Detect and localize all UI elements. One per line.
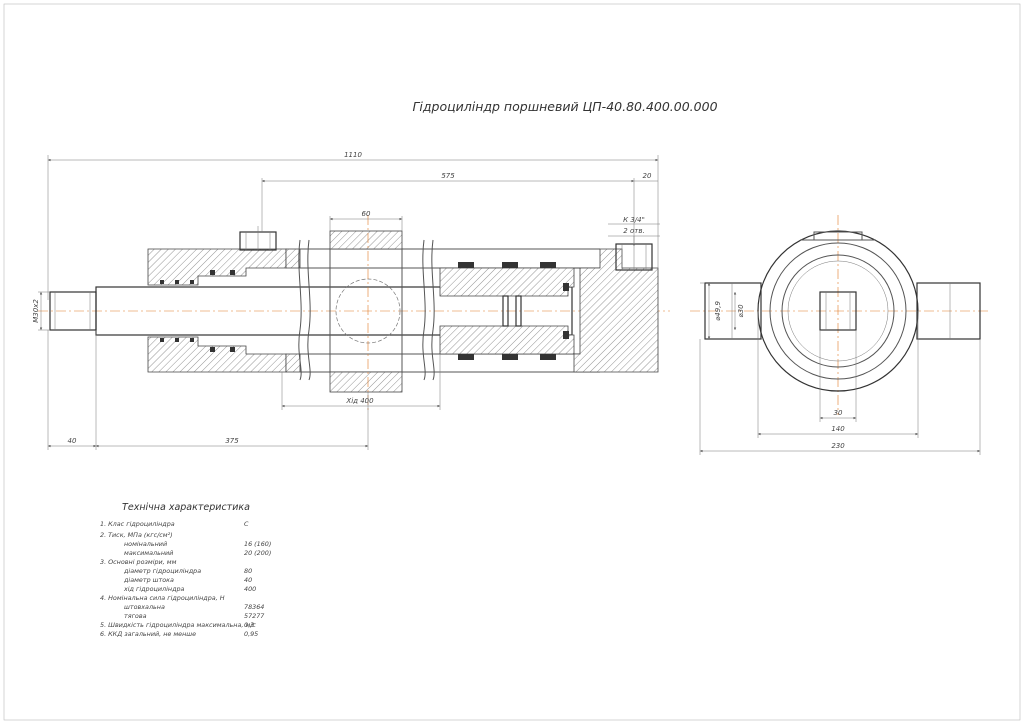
spec-label: штовхальна xyxy=(124,603,165,611)
drawing-title: Гідроциліндр поршневий ЦП-40.80.400.00.0… xyxy=(412,99,717,114)
piston-upper xyxy=(439,267,575,297)
gland-seals xyxy=(160,270,235,352)
sheet-frame xyxy=(3,3,1021,721)
dim-stroke: Хід 400 xyxy=(345,397,374,405)
dim-375: 375 xyxy=(225,437,239,445)
spec-value: 400 xyxy=(244,585,256,593)
spec-row: діаметр гідроциліндра 80 xyxy=(123,567,252,575)
piston-seals xyxy=(458,262,569,360)
end-view: ⌀49,9 ⌀30 30 140 230 xyxy=(690,215,990,455)
gland-lower xyxy=(147,336,287,373)
spec-value: 80 xyxy=(244,567,252,575)
spec-label: діаметр гідроциліндра xyxy=(123,567,201,575)
spec-value: 0,95 xyxy=(244,630,258,638)
front-port-fitting xyxy=(239,226,277,251)
spec-row: 2. Тиск, МПа (кгс/см²) xyxy=(100,531,173,539)
piston-rod xyxy=(95,286,573,336)
spec-row: 5. Швидкість гідроциліндра максимальна, … xyxy=(100,621,256,629)
trunnion-upper xyxy=(329,230,403,250)
dim-end-140: 140 xyxy=(831,425,845,433)
piston-lower xyxy=(439,325,575,355)
spec-label: 3. Основні розміри, мм xyxy=(100,558,177,566)
dim-60: 60 xyxy=(362,210,371,218)
spec-label: 1. Клас гідроциліндра xyxy=(100,520,175,528)
spec-label: 5. Швидкість гідроциліндра максимальна, … xyxy=(100,621,256,629)
spec-row: діаметр штока 40 xyxy=(123,576,252,584)
spec-row: 1. Клас гідроциліндра С xyxy=(100,520,249,528)
spec-label: хід гідроциліндра xyxy=(123,585,185,593)
spec-row: максимальний 20 (200) xyxy=(124,549,271,557)
dim-rod-thread: М30х2 xyxy=(32,299,40,323)
port-thread-label: К 3/4" xyxy=(623,216,645,224)
side-view: 1110 575 20 60 К 3/4" 2 отв. М30х2 Хід 4… xyxy=(32,151,670,450)
spec-value: 40 xyxy=(244,576,252,584)
dim-dia-30: ⌀30 xyxy=(737,304,745,318)
end-rod-section xyxy=(819,291,857,331)
dim-20: 20 xyxy=(643,172,652,180)
trunnion-lower xyxy=(329,371,403,393)
spec-row: штовхальна 78364 xyxy=(124,603,264,611)
dim-end-30: 30 xyxy=(834,409,843,417)
spec-heading: Технічна характеристика xyxy=(122,502,250,513)
spec-value: 20 (200) xyxy=(244,549,271,557)
dim-end-230: 230 xyxy=(831,442,845,450)
barrel-upper-wall xyxy=(285,248,301,269)
dim-dia-49: ⌀49,9 xyxy=(714,301,722,321)
spec-label: діаметр штока xyxy=(123,576,174,584)
spec-value: 57277 xyxy=(244,612,264,620)
spec-label: 2. Тиск, МПа (кгс/см²) xyxy=(100,531,173,539)
spec-block: Технічна характеристика 1. Клас гідроцил… xyxy=(100,502,271,638)
dim-overall-length: 1110 xyxy=(344,151,362,159)
spec-label: 6. ККД загальний, не менше xyxy=(100,630,196,638)
barrel-lower-wall xyxy=(285,353,301,373)
spec-row: тягова 57277 xyxy=(124,612,264,620)
spec-label: максимальний xyxy=(124,549,173,557)
dim-40: 40 xyxy=(68,437,77,445)
rear-cap xyxy=(573,248,659,373)
spec-value: 16 (160) xyxy=(244,540,271,548)
spec-row: 6. ККД загальний, не менше 0,95 xyxy=(100,630,258,638)
spec-row: 3. Основні розміри, мм xyxy=(100,558,177,566)
spec-row: хід гідроциліндра 400 xyxy=(123,585,256,593)
spec-row: номінальний 16 (160) xyxy=(124,540,271,548)
port-holes-label: 2 отв. xyxy=(623,227,644,235)
spec-value: 78364 xyxy=(244,603,264,611)
spec-value: С xyxy=(244,520,249,528)
dim-575: 575 xyxy=(441,172,455,180)
spec-label: тягова xyxy=(124,612,147,620)
spec-row: 4. Номінальна сила гідроциліндра, Н xyxy=(100,594,225,602)
spec-value: 0,3 xyxy=(244,621,254,629)
spec-label: номінальний xyxy=(124,540,167,548)
spec-label: 4. Номінальна сила гідроциліндра, Н xyxy=(100,594,225,602)
gland-upper xyxy=(147,248,287,286)
